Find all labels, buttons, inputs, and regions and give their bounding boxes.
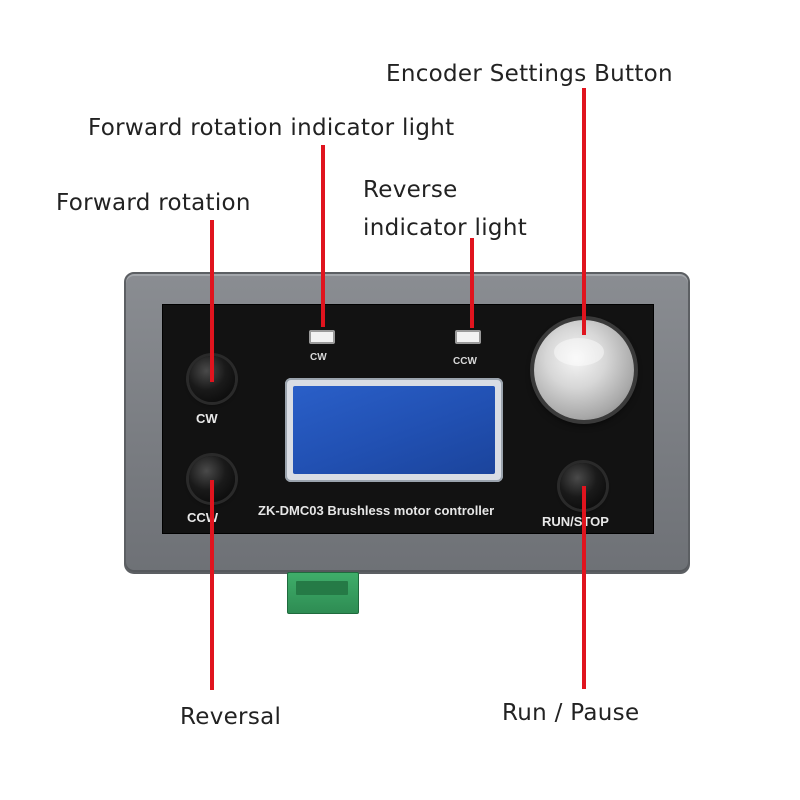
reverse-light-leader-line [470,238,474,328]
reverse-light-callout-line1: Reverse [363,177,458,203]
cw-button-label: CW [196,411,218,426]
cw-indicator-led [309,330,335,344]
encoder-leader-line [582,88,586,335]
ccw-indicator-led [455,330,481,344]
terminal-block [287,572,359,614]
run-stop-button-label: RUN/STOP [542,514,609,529]
ccw-led-label: CCW [453,356,477,367]
reverse-light-callout-line2: indicator light [363,215,528,241]
lcd-screen [293,386,495,474]
forward-light-callout: Forward rotation indicator light [88,115,455,141]
reversal-leader-line [210,480,214,690]
cw-led-label: CW [310,352,327,363]
reversal-callout: Reversal [180,704,282,730]
forward-light-leader-line [321,145,325,327]
encoder-callout: Encoder Settings Button [386,61,673,87]
run-pause-callout: Run / Pause [502,700,640,726]
lcd-display [285,378,503,482]
run-pause-leader-line [582,486,586,689]
forward-leader-line [210,220,214,382]
forward-callout: Forward rotation [56,190,251,216]
model-label: ZK-DMC03 Brushless motor controller [258,503,495,518]
encoder-knob[interactable] [534,320,634,420]
knob-highlight [554,338,604,366]
